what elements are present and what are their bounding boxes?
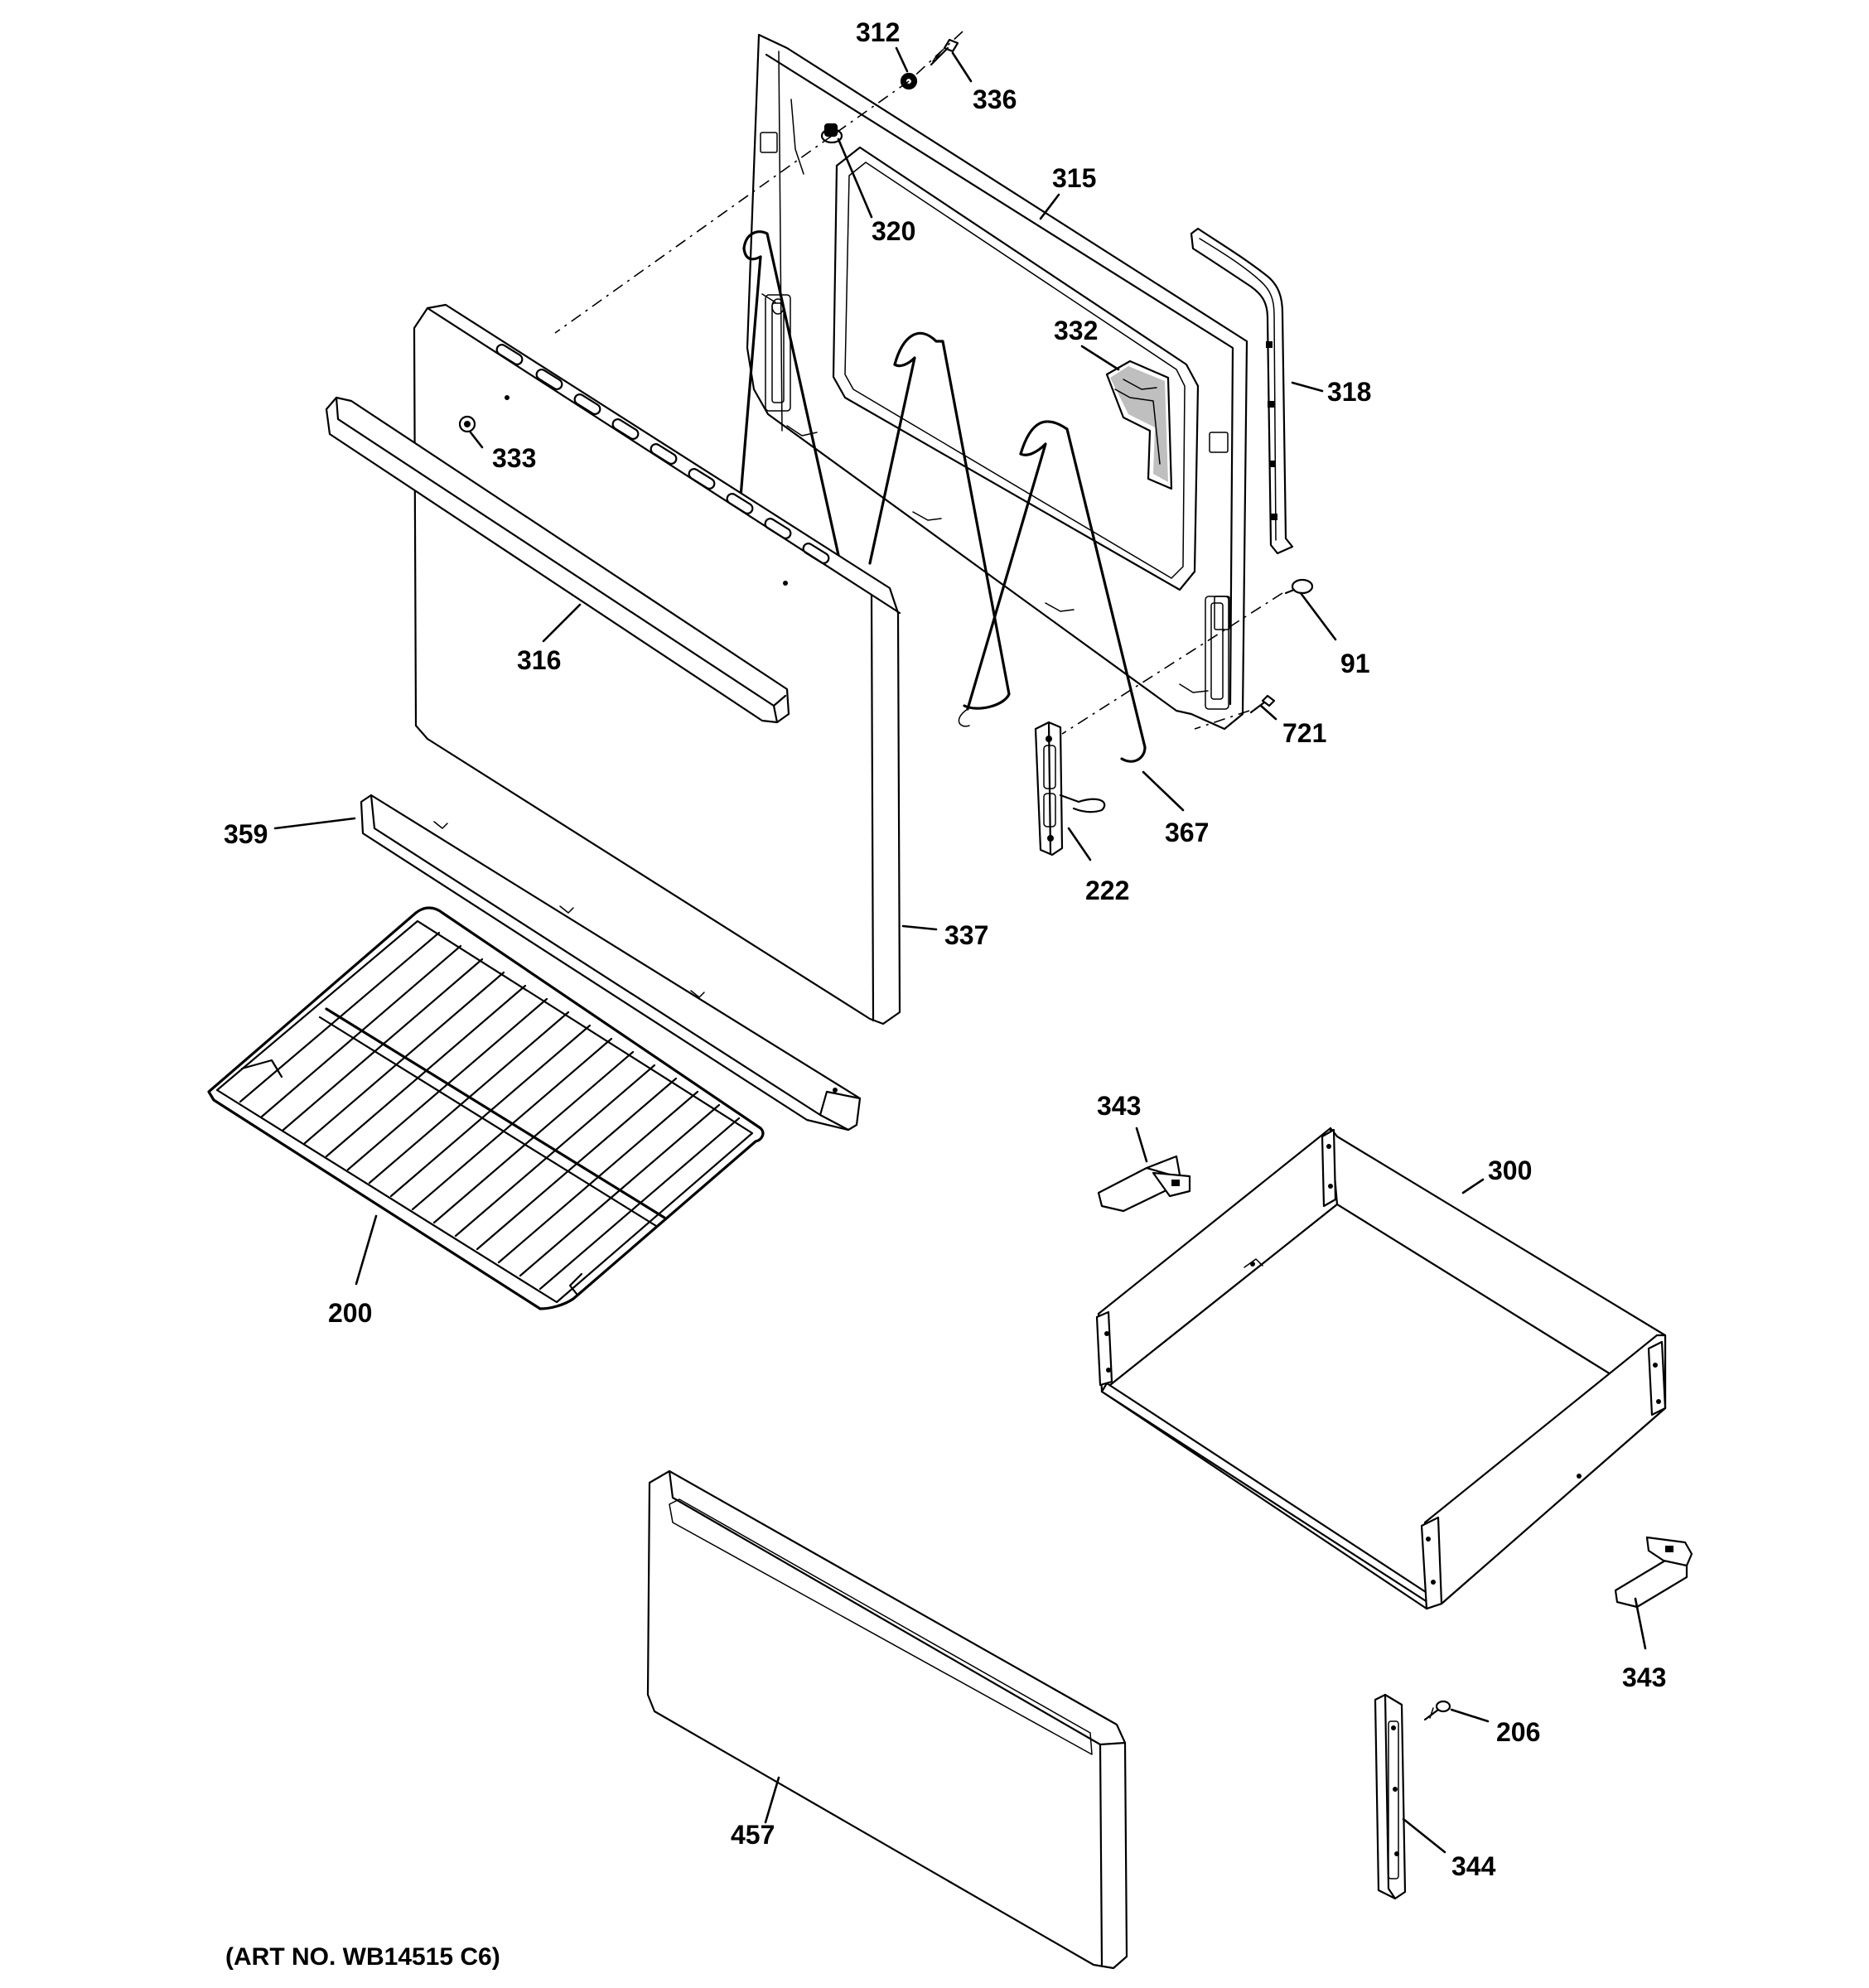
callout-721: 721: [1282, 718, 1326, 748]
callout-359: 359: [224, 819, 268, 849]
drawer-rail-344: [1374, 1693, 1407, 1900]
drawer-glide-343-right: [1614, 1536, 1693, 1609]
callout-367: 367: [1165, 818, 1209, 847]
callout-200: 200: [328, 1298, 372, 1328]
callout-344: 344: [1451, 1851, 1496, 1881]
callout-318: 318: [1327, 377, 1371, 407]
callout-labels: 312 336 315 320 332 318 333 316 91 721 3…: [224, 17, 1666, 1971]
oven-rack-200: [207, 906, 765, 1310]
door-hinge-222: [1034, 721, 1106, 856]
outer-door-316: [413, 303, 901, 1025]
drawer-300: [1095, 1127, 1667, 1610]
callout-332: 332: [1054, 316, 1098, 345]
callout-315: 315: [1052, 163, 1096, 193]
drawer-glide-343-left: [1097, 1155, 1191, 1213]
callout-91: 91: [1340, 649, 1370, 678]
insulation-332: [1105, 359, 1173, 490]
door-gasket-318: [1190, 227, 1294, 555]
callout-457: 457: [731, 1820, 775, 1850]
callout-343-upper: 343: [1097, 1091, 1141, 1121]
callout-337: 337: [944, 920, 988, 950]
callout-336: 336: [973, 84, 1017, 114]
assembly-center-lines: [554, 31, 1283, 735]
screw-206: [1423, 1700, 1451, 1721]
callout-343-lower: 343: [1622, 1662, 1666, 1692]
vent-trim-359: [360, 794, 862, 1132]
callout-316: 316: [517, 645, 561, 675]
callout-320: 320: [872, 216, 915, 246]
callout-333: 333: [492, 443, 536, 473]
door-handle: [325, 396, 790, 724]
callout-300: 300: [1488, 1156, 1532, 1185]
art-number: (ART NO. WB14515 C6): [225, 1943, 500, 1971]
nut-333: [458, 415, 476, 433]
drawer-front-457: [646, 1469, 1128, 1970]
callout-312: 312: [856, 17, 900, 47]
wire-supports-367: [739, 230, 1147, 763]
screw-91: [1284, 578, 1314, 595]
screw-721: [1249, 694, 1276, 714]
callout-206: 206: [1496, 1717, 1540, 1747]
screw-336: [930, 38, 959, 66]
callout-222: 222: [1085, 876, 1129, 905]
hinge-slot-brackets: [765, 294, 1229, 710]
vent-slots: [495, 344, 830, 564]
inner-door-panel-315: [746, 33, 1248, 731]
leader-lines: [273, 46, 1647, 1854]
